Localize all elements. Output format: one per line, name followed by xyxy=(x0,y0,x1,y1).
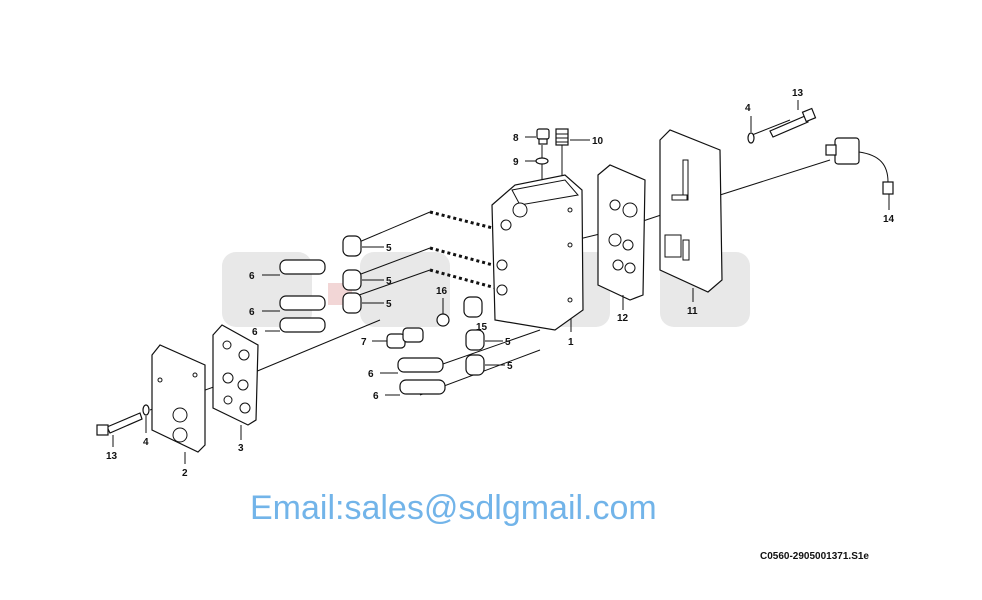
callout-5: 5 xyxy=(386,243,392,254)
callout-10: 10 xyxy=(592,136,604,147)
drawing-code: C0560-2905001371.S1e xyxy=(760,551,869,562)
callout-6: 6 xyxy=(368,369,374,380)
callout-8: 8 xyxy=(513,133,519,144)
bolt-part-13 xyxy=(769,107,817,138)
callout-5: 5 xyxy=(505,337,511,348)
callout-5: 5 xyxy=(386,276,392,287)
callout-3: 3 xyxy=(238,443,244,454)
sensor-part-14 xyxy=(825,137,894,195)
callout-labels: 13 4 8 10 9 5 6 5 6 5 6 16 15 7 5 5 6 6 … xyxy=(106,88,895,479)
callout-2: 2 xyxy=(182,468,188,479)
springs-part-5 xyxy=(342,235,485,376)
callout-4-left: 4 xyxy=(143,437,149,448)
callout-6: 6 xyxy=(373,391,379,402)
solenoid-plate-part-11 xyxy=(659,129,723,293)
callout-7: 7 xyxy=(361,337,367,348)
callout-14: 14 xyxy=(883,214,895,225)
gasket-part-12 xyxy=(597,164,646,301)
callout-13: 13 xyxy=(792,88,804,99)
spools-part-6 xyxy=(279,259,446,395)
callout-11: 11 xyxy=(687,306,698,317)
callout-6: 6 xyxy=(249,271,255,282)
valve-part-7 xyxy=(386,327,424,349)
callout-6: 6 xyxy=(252,327,258,338)
callout-5: 5 xyxy=(507,361,513,372)
seal-part-16 xyxy=(436,313,450,327)
washer-part-4-left xyxy=(142,404,150,416)
callout-15: 15 xyxy=(476,322,488,333)
callout-12: 12 xyxy=(617,313,629,324)
callout-leaders xyxy=(112,100,890,464)
gasket-part-3 xyxy=(212,324,259,426)
bolt-part-13-left xyxy=(96,412,143,436)
callout-6: 6 xyxy=(249,307,255,318)
fitting-part-10 xyxy=(555,128,569,146)
plug-part-8 xyxy=(536,128,550,145)
callout-4: 4 xyxy=(745,103,751,114)
watermark-email: Email:sales@sdlgmail.com xyxy=(250,489,657,527)
callout-1: 1 xyxy=(568,337,574,348)
callout-5: 5 xyxy=(386,299,392,310)
washer-part-4 xyxy=(747,132,755,144)
callout-9: 9 xyxy=(513,157,519,168)
callout-13-left: 13 xyxy=(106,451,118,462)
washer-part-9 xyxy=(535,157,549,165)
valve-body-part-1 xyxy=(491,174,584,331)
callout-16: 16 xyxy=(436,286,448,297)
cover-part-2 xyxy=(151,344,206,453)
